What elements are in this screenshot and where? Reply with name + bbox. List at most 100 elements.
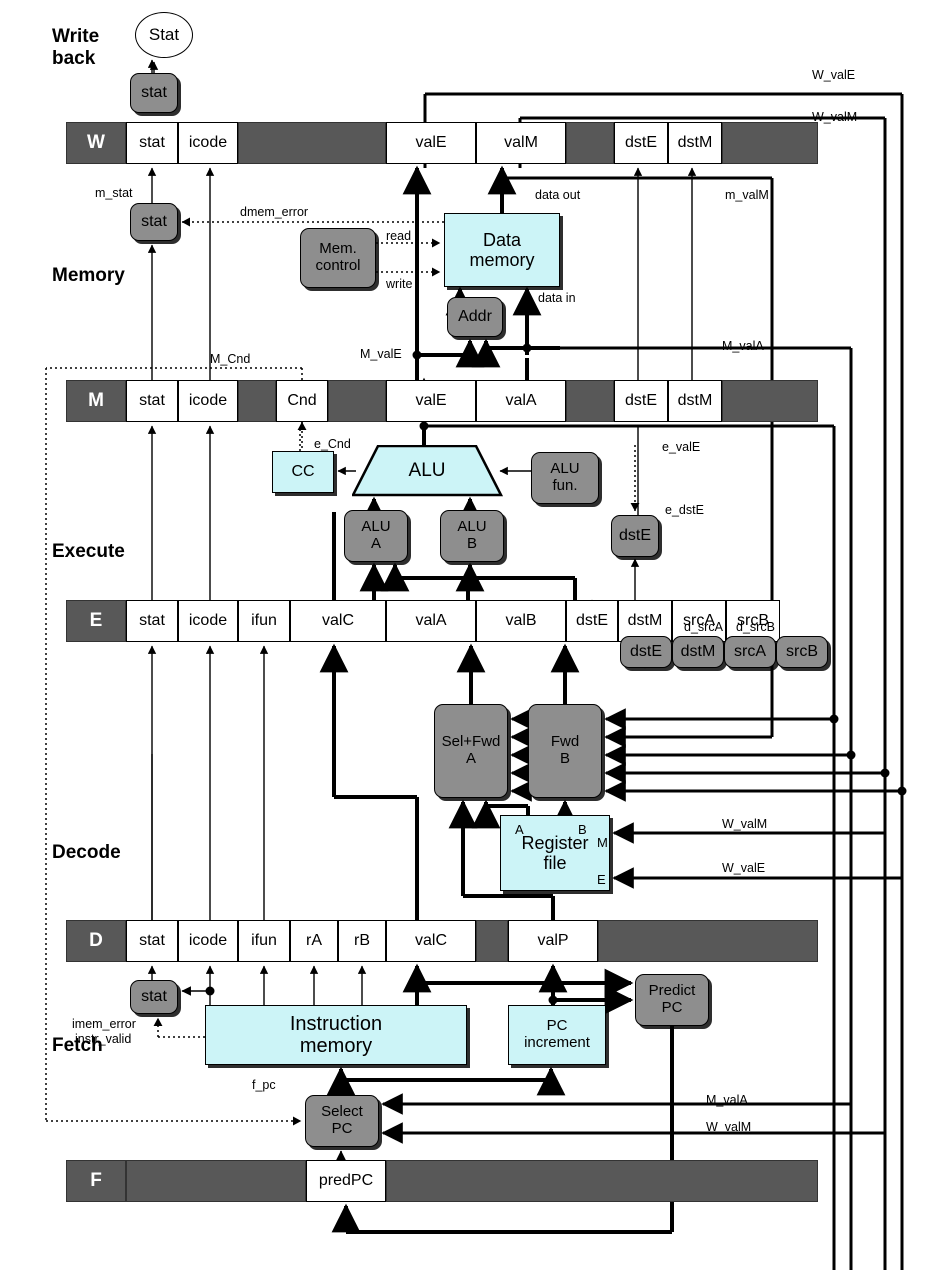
block-label: ALU: [408, 460, 446, 482]
block-label: Addr: [458, 308, 492, 326]
pipeline-register-m-field-valE[interactable]: valE: [386, 380, 476, 422]
pipeline-register-w-field-dstE[interactable]: dstE: [614, 122, 668, 164]
pipeline-register-e-field-srcA[interactable]: srcA: [672, 600, 726, 642]
block-label-line1: Predict: [648, 982, 696, 1000]
pipeline-register-m-gap: [238, 380, 276, 422]
block-dstm-d[interactable]: dstM: [672, 636, 724, 668]
pipeline-register-w-field-valE[interactable]: valE: [386, 122, 476, 164]
block-label-line2: file: [543, 853, 567, 873]
block-addr[interactable]: Addr: [447, 297, 503, 337]
pipeline-register-f-field-predPC[interactable]: predPC: [306, 1160, 386, 1202]
block-stat-w[interactable]: stat: [130, 73, 178, 113]
pipeline-register-m-field-valA[interactable]: valA: [476, 380, 566, 422]
signal-label-w-vale: W_valE: [812, 68, 856, 82]
signal-label-instr-valid: instr_valid: [75, 1032, 132, 1046]
pipeline-register-e-field-dstE[interactable]: dstE: [566, 600, 618, 642]
block-label-line2: PC: [661, 999, 683, 1016]
pipeline-register-e-field-icode[interactable]: icode: [178, 600, 238, 642]
block-cc[interactable]: CC: [272, 451, 334, 493]
register-file-port-E: E: [597, 872, 606, 887]
pipeline-register-w-field-valM[interactable]: valM: [476, 122, 566, 164]
pipeline-register-e-field-stat[interactable]: stat: [126, 600, 178, 642]
pipeline-register-d-field-icode[interactable]: icode: [178, 920, 238, 962]
pipeline-register-f-gap: [126, 1160, 306, 1202]
block-label-line1: Fwd: [550, 733, 580, 751]
pipeline-register-m-field-stat[interactable]: stat: [126, 380, 178, 422]
pipeline-register-d-field-rA[interactable]: rA: [290, 920, 338, 962]
block-label-line2: increment: [524, 1034, 590, 1051]
pipeline-register-d-name[interactable]: D: [66, 920, 126, 962]
block-dste-e[interactable]: dstE: [611, 515, 659, 557]
block-label: stat: [141, 84, 167, 102]
pipeline-register-d-gap: [598, 920, 818, 962]
pipeline-register-f-gap: [386, 1160, 818, 1202]
block-label-line1: ALU: [361, 518, 391, 536]
block-stat-m[interactable]: stat: [130, 203, 178, 241]
block-alu[interactable]: ALU: [352, 445, 504, 497]
stage-label-fetch: Fetch: [52, 1035, 103, 1056]
pipeline-register-w-field-icode[interactable]: icode: [178, 122, 238, 164]
stage-label-memory: Memory: [52, 265, 125, 286]
block-label-line2: control: [315, 257, 361, 274]
pipeline-register-e-field-ifun[interactable]: ifun: [238, 600, 290, 642]
stage-label-decode: Decode: [52, 842, 121, 863]
pipeline-register-e-field-dstM[interactable]: dstM: [618, 600, 672, 642]
block-srca-d[interactable]: srcA: [724, 636, 776, 668]
block-label-line2: fun.: [552, 477, 578, 494]
signal-label-w-valm: W_valM: [722, 817, 768, 831]
pipeline-register-e-field-valB[interactable]: valB: [476, 600, 566, 642]
pipeline-register-w-gap: [722, 122, 818, 164]
block-stat-circle[interactable]: Stat: [135, 12, 193, 58]
register-file-port-M: M: [597, 835, 608, 850]
pipeline-register-d-field-rB[interactable]: rB: [338, 920, 386, 962]
pipeline-register-e-field-valC[interactable]: valC: [290, 600, 386, 642]
block-dste-d[interactable]: dstE: [620, 636, 672, 668]
pipeline-register-w-field-stat[interactable]: stat: [126, 122, 178, 164]
pipeline-register-d-field-valC[interactable]: valC: [386, 920, 476, 962]
signal-label-w-vale: W_valE: [722, 861, 766, 875]
pipeline-register-m-field-Cnd[interactable]: Cnd: [276, 380, 328, 422]
signal-label-d-srca: d_srcA: [684, 620, 723, 634]
pipeline-register-w-name[interactable]: W: [66, 122, 126, 164]
block-mem-control[interactable]: Mem.control: [300, 228, 376, 288]
register-file-port-B: B: [578, 822, 587, 837]
pipeline-register-w-field-dstM[interactable]: dstM: [668, 122, 722, 164]
pipeline-register-e-field-srcB[interactable]: srcB: [726, 600, 780, 642]
pipeline-register-m-field-dstE[interactable]: dstE: [614, 380, 668, 422]
pipeline-register-f-name[interactable]: F: [66, 1160, 126, 1202]
pipeline-register-m-field-icode[interactable]: icode: [178, 380, 238, 422]
pipeline-register-d-field-valP[interactable]: valP: [508, 920, 598, 962]
pipeline-register-e-field-valA[interactable]: valA: [386, 600, 476, 642]
block-label-line1: Select: [321, 1103, 363, 1121]
block-label-line1: ALU: [550, 460, 580, 478]
pipeline-register-e-name[interactable]: E: [66, 600, 126, 642]
pipeline-register-d-field-stat[interactable]: stat: [126, 920, 178, 962]
block-label-line2: A: [465, 750, 476, 767]
signal-label-m-stat: m_stat: [95, 186, 133, 200]
block-label-line2: memory: [299, 1035, 373, 1057]
pipeline-register-m-name[interactable]: M: [66, 380, 126, 422]
pipeline-register-d-field-ifun[interactable]: ifun: [238, 920, 290, 962]
block-label-line1: Mem.: [319, 240, 357, 258]
stage-label-execute: Execute: [52, 541, 125, 562]
block-stat-f[interactable]: stat: [130, 980, 178, 1014]
pipeline-register-m-gap: [566, 380, 614, 422]
block-srcb-d[interactable]: srcB: [776, 636, 828, 668]
signal-label-read: read: [386, 229, 412, 243]
signal-label-data-out: data out: [535, 188, 581, 202]
block-label-line1: ALU: [457, 518, 487, 536]
pipeline-register-m-field-dstM[interactable]: dstM: [668, 380, 722, 422]
block-label: CC: [291, 463, 315, 481]
